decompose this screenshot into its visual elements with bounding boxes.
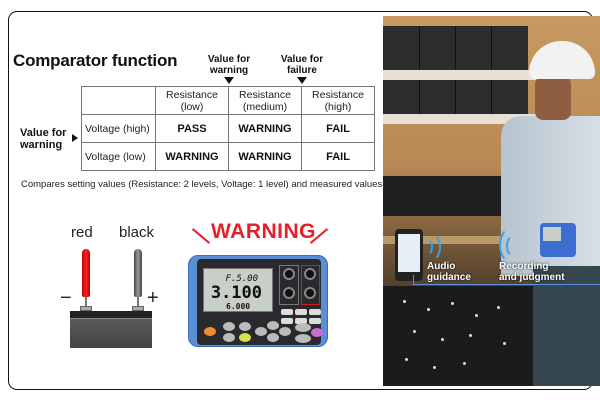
worn-battery-tester-icon <box>540 223 576 257</box>
table-header-cell: Resistance(low) <box>155 86 229 115</box>
probe-tip-icon <box>85 297 87 307</box>
input-jack-icon <box>283 268 295 280</box>
battery-tops <box>383 286 533 386</box>
black-probe-label: black <box>119 224 155 241</box>
shelf <box>383 70 553 80</box>
battery-terminal-icon <box>80 306 92 311</box>
signal-wave-icon <box>499 226 527 264</box>
meter-button <box>311 328 323 337</box>
meter-button <box>295 318 307 324</box>
row-annotation-warning: Value for warning <box>20 127 67 151</box>
meter-button <box>295 323 311 332</box>
arrow-down-button <box>267 333 279 342</box>
comparator-table: Resistance(low) Resistance(medium) Resis… <box>81 86 375 171</box>
meter-button <box>223 333 235 342</box>
meter-lcd-display: F.5.00 3.100 6.000 <box>203 268 273 312</box>
jack-panel-black <box>279 265 299 305</box>
right-triangle-icon <box>72 134 78 142</box>
hard-hat-icon <box>529 41 595 79</box>
lcd-main-reading: 3.100 <box>210 283 262 303</box>
input-jack-icon <box>304 287 316 299</box>
table-header-row: Resistance(low) Resistance(medium) Resis… <box>81 86 375 115</box>
worker-face <box>535 76 571 120</box>
field-photo: Audio guidance Recording and judgment <box>383 16 600 386</box>
recording-judgment-label: Recording and judgment <box>499 261 565 283</box>
column-annotation-failure: Value for failure <box>274 54 330 84</box>
result-cell: FAIL <box>301 114 375 143</box>
down-triangle-icon <box>224 77 234 84</box>
meter-button <box>281 309 293 315</box>
table-header-cell <box>81 86 156 115</box>
black-probe-icon <box>134 249 142 297</box>
connector-line <box>413 284 600 285</box>
down-triangle-icon <box>297 77 307 84</box>
meter-faceplate: F.5.00 3.100 6.000 <box>197 259 323 345</box>
shelf <box>383 114 563 124</box>
lcd-sub-reading: 6.000 <box>226 302 251 311</box>
table-row: Voltage (low) WARNING WARNING FAIL <box>81 142 375 171</box>
meter-button <box>295 334 311 343</box>
table-header-cell: Resistance(medium) <box>228 86 302 115</box>
diagram-caption: Compares setting values (Resistance: 2 l… <box>21 179 383 190</box>
minus-sign: − <box>60 287 72 309</box>
battery-icon <box>70 311 152 348</box>
meter-button <box>239 333 251 342</box>
input-jack-icon <box>304 268 316 280</box>
result-cell: PASS <box>155 114 229 143</box>
arrow-up-button <box>267 321 279 330</box>
battery-bank-upper <box>383 26 528 76</box>
row-label: Voltage (low) <box>81 142 156 171</box>
meter-button <box>309 318 321 324</box>
warning-label: WARNING <box>211 220 316 243</box>
power-button <box>204 327 216 336</box>
shelf <box>383 236 533 244</box>
diagram-title: Comparator function <box>13 51 178 70</box>
red-probe-icon <box>82 249 90 297</box>
red-probe-label: red <box>71 224 93 241</box>
result-cell: WARNING <box>155 142 229 171</box>
battery-tester-device: F.5.00 3.100 6.000 <box>188 255 328 347</box>
row-label: Voltage (high) <box>81 114 156 143</box>
jack-panel-red <box>301 265 320 305</box>
battery-bank-middle <box>383 80 528 114</box>
meter-button <box>295 309 307 315</box>
smartphone-icon <box>395 229 423 281</box>
column-annotation-warning: Value for warning <box>201 54 257 84</box>
table-header-cell: Resistance(high) <box>301 86 375 115</box>
battery-terminal-icon <box>132 306 144 311</box>
meter-button <box>281 318 293 324</box>
meter-button <box>223 322 235 331</box>
table-row: Voltage (high) PASS WARNING FAIL <box>81 114 375 143</box>
worker-jeans <box>533 266 600 386</box>
plus-sign: + <box>147 287 159 309</box>
audio-guidance-label: Audio guidance <box>427 261 471 283</box>
probe-tip-icon <box>137 297 139 307</box>
lcd-voltage-reading: F.5.00 <box>225 274 258 284</box>
arrow-left-button <box>255 327 267 336</box>
result-cell: WARNING <box>228 114 302 143</box>
result-cell: WARNING <box>228 142 302 171</box>
input-jack-icon <box>283 287 295 299</box>
meter-button <box>309 309 321 315</box>
connector-line <box>413 275 414 285</box>
arrow-right-button <box>279 327 291 336</box>
result-cell: FAIL <box>301 142 375 171</box>
meter-button <box>239 322 251 331</box>
sound-wave-icon <box>419 232 441 262</box>
